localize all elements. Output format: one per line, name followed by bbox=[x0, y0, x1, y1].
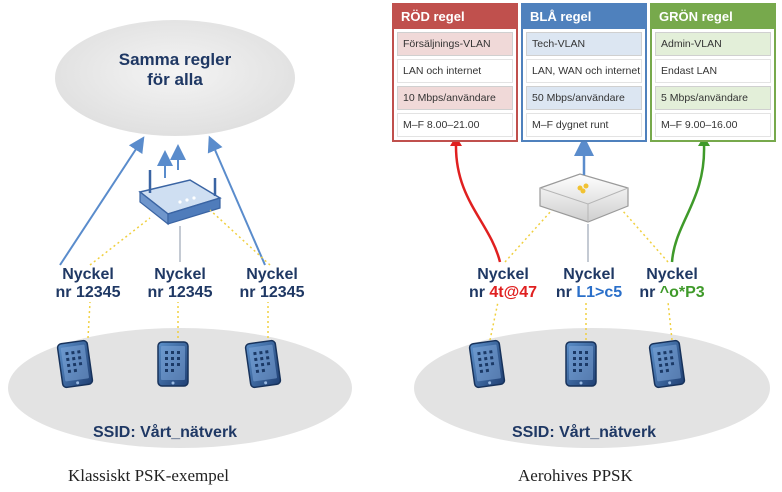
cloud-title: Samma regler för alla bbox=[118, 50, 232, 89]
tablet-icon bbox=[244, 339, 282, 389]
rules-cloud bbox=[55, 20, 295, 136]
rule-title: BLÅ regel bbox=[523, 5, 645, 29]
ssid-label-right: SSID: Vårt_nätverk bbox=[512, 424, 657, 441]
key-value: ^o*P3 bbox=[659, 284, 705, 301]
rule-row: Admin-VLAN bbox=[655, 32, 771, 56]
tablet-icon bbox=[648, 339, 686, 389]
rule-row: M–F 9.00–16.00 bbox=[655, 113, 771, 137]
rule-row: 5 Mbps/användare bbox=[655, 86, 771, 110]
tablet-icon bbox=[565, 341, 597, 387]
ssid-label-left: SSID: Vårt_nätverk bbox=[93, 424, 238, 441]
access-point-icon bbox=[539, 173, 629, 223]
caption-right: Aerohives PPSK bbox=[518, 466, 633, 485]
tablet-icon bbox=[157, 341, 189, 387]
key-value: 4t@47 bbox=[489, 284, 538, 301]
key-value: L1>c5 bbox=[576, 284, 623, 301]
rule-box-blue: BLÅ regel Tech-VLAN LAN, WAN och interne… bbox=[521, 3, 647, 142]
key-label-green: Nyckel nr ^o*P3 bbox=[639, 266, 705, 301]
rule-row: Tech-VLAN bbox=[526, 32, 642, 56]
rule-row: 10 Mbps/användare bbox=[397, 86, 513, 110]
rule-row: Endast LAN bbox=[655, 59, 771, 83]
key-label-blue: Nyckel nr L1>c5 bbox=[555, 266, 623, 301]
tablet-icon bbox=[56, 339, 94, 389]
rule-box-green: GRÖN regel Admin-VLAN Endast LAN 5 Mbps/… bbox=[650, 3, 776, 142]
caption-left: Klassiskt PSK-exempel bbox=[68, 466, 230, 485]
rule-title: RÖD regel bbox=[394, 5, 516, 29]
rule-row: Försäljnings-VLAN bbox=[397, 32, 513, 56]
rule-box-red: RÖD regel Försäljnings-VLAN LAN och inte… bbox=[392, 3, 518, 142]
tablet-icon bbox=[468, 339, 506, 389]
rule-row: M–F 8.00–21.00 bbox=[397, 113, 513, 137]
rule-row: 50 Mbps/användare bbox=[526, 86, 642, 110]
rule-row: LAN, WAN och internet bbox=[526, 59, 642, 83]
key-label-red: Nyckel nr 4t@47 bbox=[468, 266, 538, 301]
router-icon bbox=[138, 170, 222, 226]
rule-title: GRÖN regel bbox=[652, 5, 774, 29]
rule-row: LAN och internet bbox=[397, 59, 513, 83]
rule-row: M–F dygnet runt bbox=[526, 113, 642, 137]
